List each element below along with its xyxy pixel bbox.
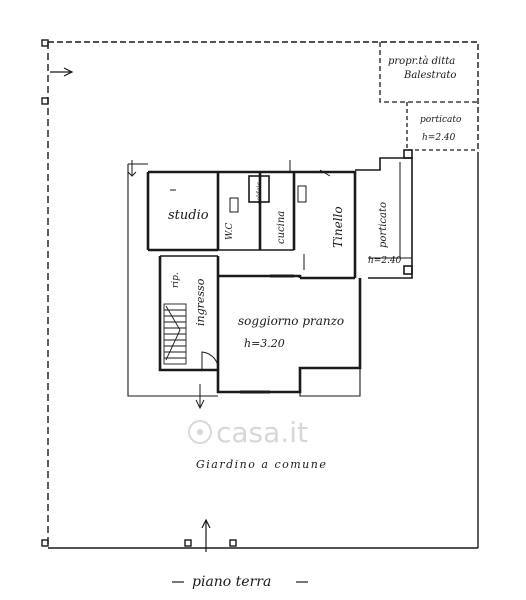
label-ripostiglio: rip. — [171, 272, 181, 288]
fixtures — [170, 169, 331, 213]
label-tinello: Tinello — [331, 206, 345, 248]
porch-right — [355, 149, 413, 279]
label-porticato-top: porticato — [420, 115, 462, 125]
label-neighbour-property: propr.tà ditta — [388, 56, 455, 67]
label-caldaia: caldaia — [256, 182, 263, 204]
label-cucina: cucina — [276, 211, 287, 244]
watermark-logo: casa.it — [188, 416, 308, 449]
label-height-soggiorno: h=3.20 — [244, 337, 285, 350]
watermark-text: casa.it — [216, 416, 308, 449]
label-porticato-right: porticato — [378, 202, 389, 248]
label-piano-terra: piano terra — [192, 574, 271, 590]
entrance-arrow-south — [201, 518, 211, 552]
plot-boundary — [41, 39, 479, 549]
building-walls — [146, 170, 362, 394]
label-height-porticato-top: h=2.40 — [422, 133, 456, 143]
label-giardino: Giardino a comune — [196, 458, 327, 471]
porch-top — [406, 102, 478, 151]
label-soggiorno-pranzo: soggiorno pranzo — [238, 314, 344, 328]
label-ingresso: ingresso — [194, 278, 207, 326]
staircase — [163, 303, 187, 365]
label-height-porticato-right: h=2.40 — [368, 256, 402, 266]
neighbour-property — [379, 42, 478, 103]
floor-caption: piano terra — [172, 574, 308, 590]
label-neighbour-property-name: Balestrato — [403, 70, 456, 81]
label-studio: studio — [168, 208, 209, 223]
entrance-arrow-west — [50, 67, 74, 77]
terrace-outline — [127, 163, 361, 397]
doors — [127, 160, 305, 410]
label-wc: W.C — [225, 222, 235, 240]
